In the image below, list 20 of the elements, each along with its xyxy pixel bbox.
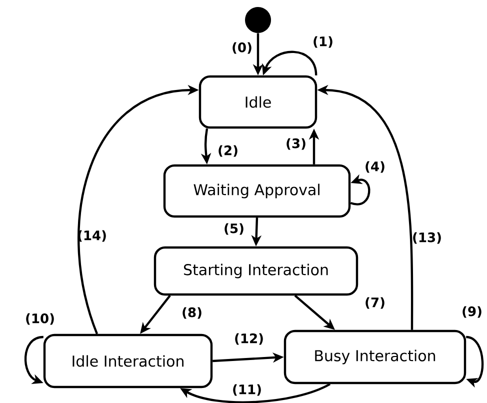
state-box: Waiting Approval: [163, 164, 351, 218]
edge-label: (3): [286, 138, 306, 150]
edge-label: (1): [314, 36, 332, 48]
edge-label: (5): [224, 223, 244, 235]
state-box: Idle: [198, 75, 318, 129]
state-box: Starting Interaction: [154, 246, 358, 296]
edge-label: (4): [366, 161, 384, 173]
edge-label: (10): [26, 313, 54, 325]
edge-label: (12): [235, 333, 263, 345]
edge-label: (9): [462, 306, 482, 318]
state-box: Idle Interaction: [43, 334, 213, 388]
edge-label: (11): [233, 384, 261, 396]
edge-label: (8): [182, 307, 202, 319]
edge-label: (0): [232, 42, 252, 54]
edge-label: (2): [218, 145, 238, 157]
edge-label: (7): [366, 297, 384, 309]
edge-label: (13): [413, 232, 441, 244]
initial-state-dot: [245, 7, 271, 33]
state-box: Busy Interaction: [284, 330, 466, 384]
arrow: [466, 336, 484, 388]
